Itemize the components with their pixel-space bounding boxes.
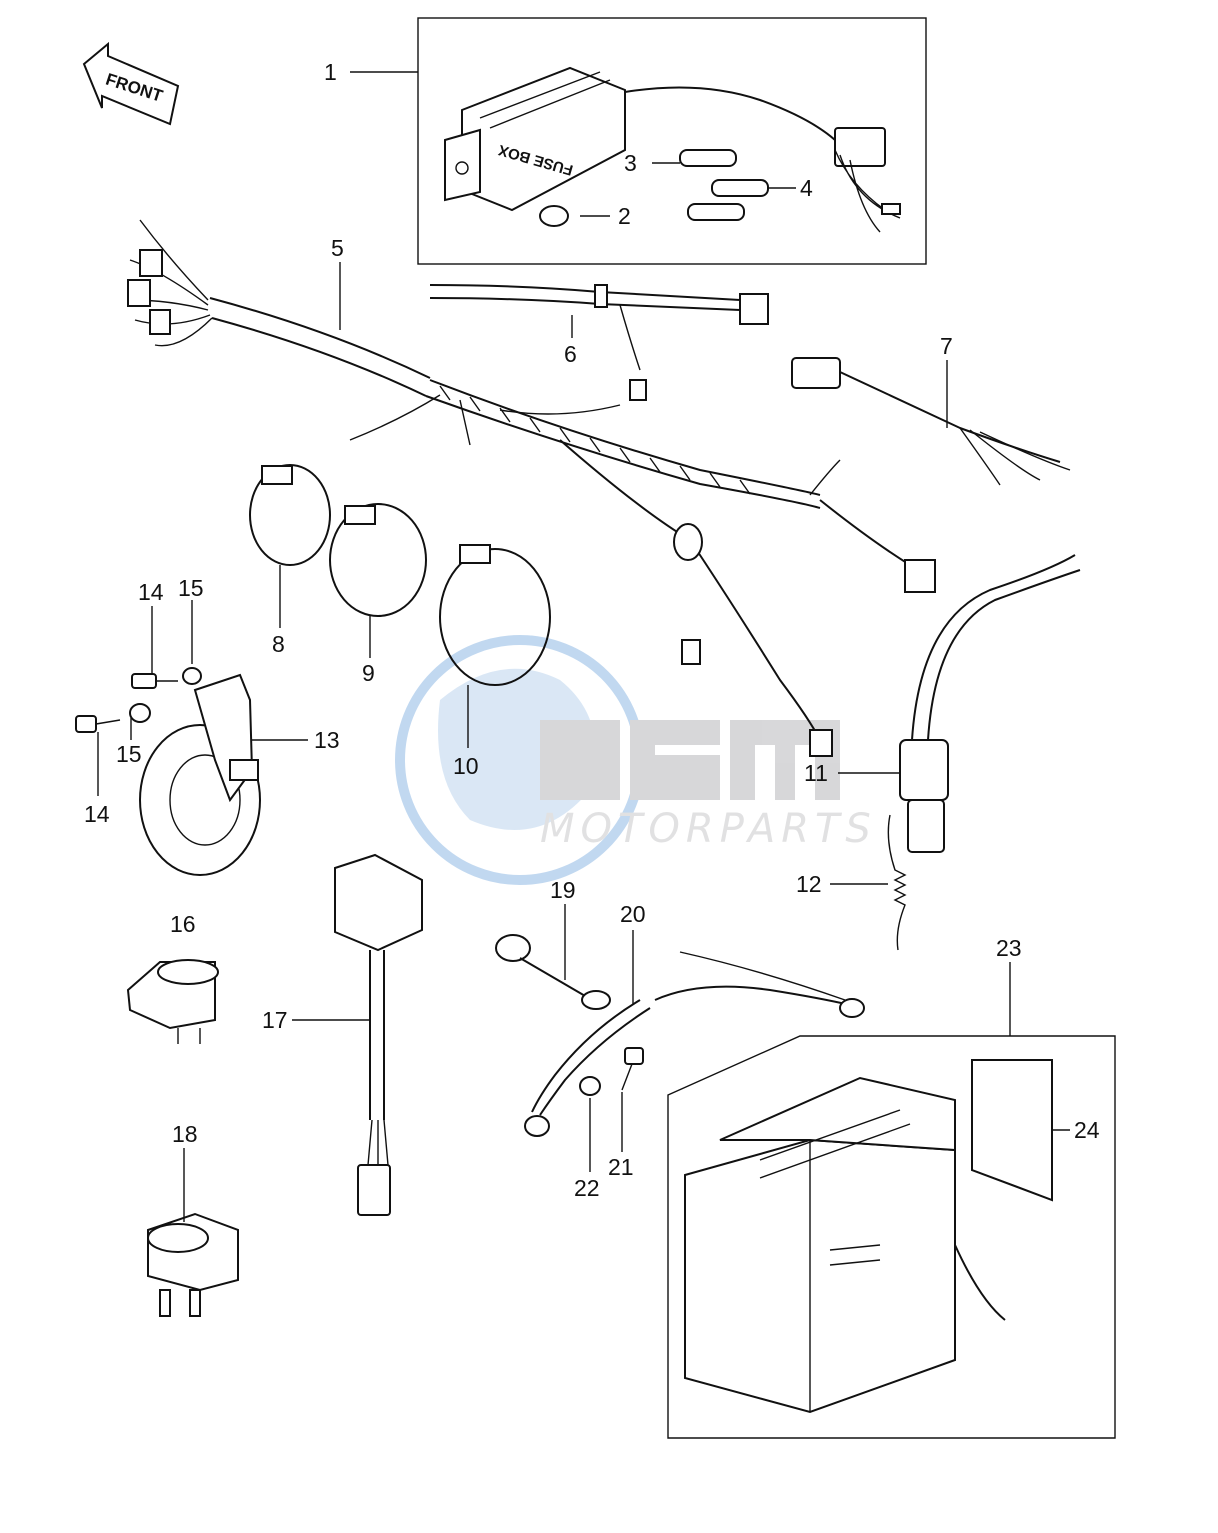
relay-18: [147, 1212, 239, 1317]
watermark-logo-letters: [540, 720, 840, 800]
bolt-14b: [75, 715, 121, 733]
callout-17: 17: [262, 1007, 288, 1033]
washer-15b: [129, 703, 151, 723]
switch-11: [899, 554, 1081, 853]
callout-8: 8: [272, 631, 285, 657]
callout-1: 1: [324, 59, 337, 85]
callout-3: 3: [624, 150, 637, 176]
callout-23: 23: [996, 935, 1022, 961]
callout-7: 7: [940, 333, 953, 359]
bolt-21: [621, 1047, 644, 1091]
callout-4: 4: [800, 175, 813, 201]
callout-24: 24: [1074, 1117, 1100, 1143]
horn: [139, 673, 261, 876]
callout-20: 20: [620, 901, 646, 927]
battery-group-frame: [667, 1035, 1116, 1439]
callout-19: 19: [550, 877, 576, 903]
band-10: [439, 544, 551, 686]
callout-12: 12: [796, 871, 822, 897]
band-9: [329, 503, 427, 617]
callout-15b: 15: [116, 741, 142, 767]
battery: [684, 1076, 1006, 1414]
sub-harness: [429, 284, 769, 371]
fuse-box-grommet: [539, 205, 569, 227]
callout-5: 5: [331, 235, 344, 261]
ground-strap-19: [495, 934, 611, 1010]
callout-13: 13: [314, 727, 340, 753]
battery-cable-20: [524, 951, 865, 1137]
washer-22: [579, 1076, 601, 1096]
spring-12: [887, 814, 907, 951]
watermark-text: MOTORPARTS: [540, 806, 877, 852]
callout-16: 16: [170, 911, 196, 937]
callout-15a: 15: [178, 575, 204, 601]
callout-labels: 1 2 3 4 5 6 7 8 9 10 11 12 13 14 14 15 1…: [84, 59, 1100, 1201]
fuse-box: FUSE BOX: [444, 66, 901, 233]
callout-14b: 14: [84, 801, 110, 827]
callout-2: 2: [618, 203, 631, 229]
callout-6: 6: [564, 341, 577, 367]
bolt-14a: [131, 673, 178, 689]
watermark: MOTORPARTS: [395, 635, 877, 885]
fuse-box-group-frame: [417, 17, 927, 265]
washer-15a: [182, 667, 202, 685]
fuses: [679, 149, 769, 221]
main-harness: [127, 219, 936, 757]
callout-10: 10: [453, 753, 479, 779]
callout-11: 11: [804, 760, 828, 786]
unit-17: [334, 853, 423, 1216]
battery-label-24: [971, 1059, 1053, 1202]
callout-9: 9: [362, 660, 375, 686]
callout-22: 22: [574, 1175, 600, 1201]
relay-16: [126, 959, 219, 1044]
front-arrow: FRONT: [82, 41, 180, 126]
band-8: [249, 464, 331, 566]
callout-14a: 14: [138, 579, 164, 605]
leader-lines: [97, 71, 1070, 1222]
sub-harness-7: [791, 357, 1071, 486]
callout-21: 21: [608, 1154, 634, 1180]
callout-18: 18: [172, 1121, 198, 1147]
